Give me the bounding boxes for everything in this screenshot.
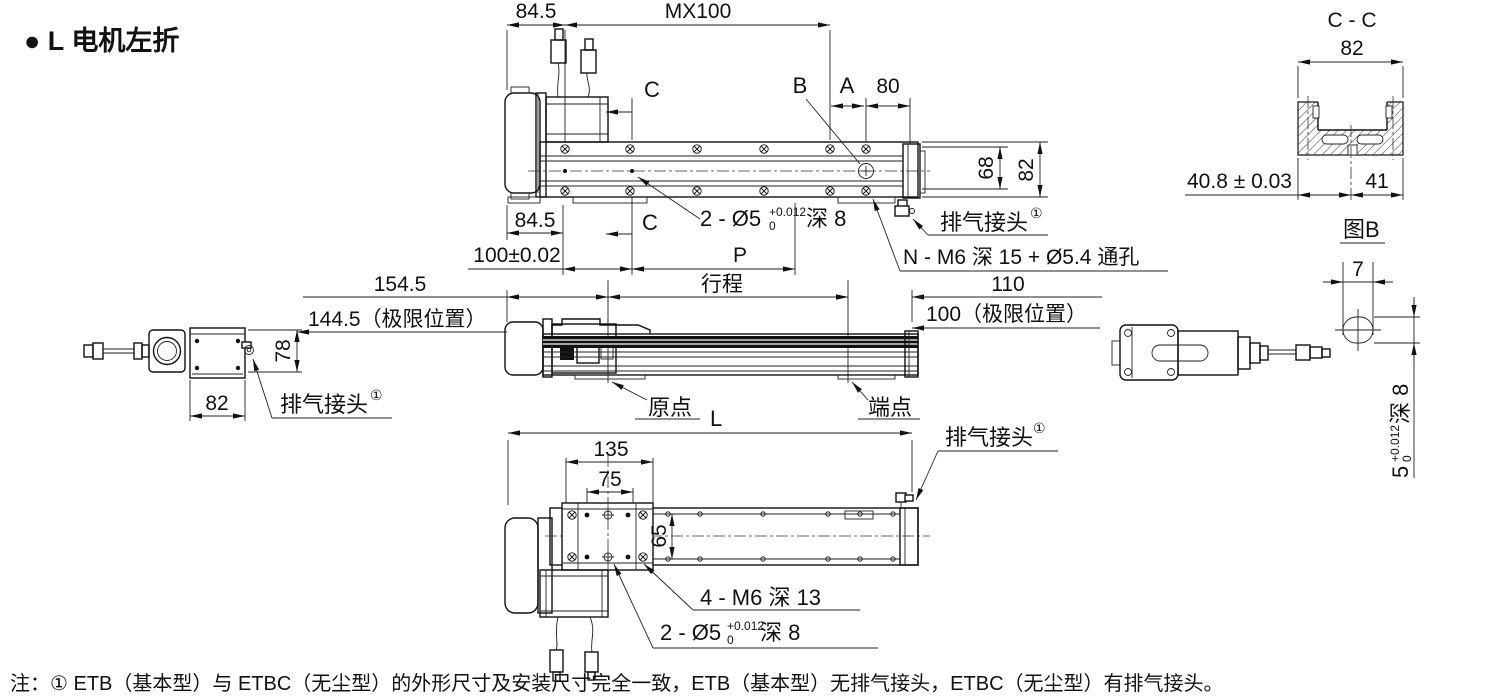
dim-100-tol: 100±0.02	[473, 244, 560, 267]
dim-845-top: 84.5	[516, 0, 557, 23]
exhaust-label: 排气接头	[940, 210, 1028, 235]
detail-tol-up: +0.012	[1388, 425, 1402, 462]
dim-135: 135	[593, 438, 628, 461]
motor-shaft-boss	[152, 336, 182, 366]
side-motor-section	[551, 323, 617, 374]
dim-1545: 154.5	[374, 273, 427, 296]
housing-slot	[1151, 344, 1209, 362]
exhaust-ref-left: ①	[370, 387, 383, 403]
dim-845-bottom: 84.5	[515, 209, 556, 232]
exhaust-ref-mark: ①	[1030, 205, 1043, 221]
bottom-cable-2	[589, 616, 594, 653]
sensor-detail	[844, 510, 874, 520]
dim-41: 41	[1365, 170, 1388, 193]
bottom-left-cap	[504, 517, 539, 614]
dowel-tol-up-bottom: +0.012	[727, 619, 764, 633]
dim-p: P	[733, 244, 747, 267]
hole-b	[858, 163, 874, 179]
dim-408: 40.8 ± 0.03	[1187, 170, 1292, 193]
n-m6-label: N - M6 深 15 + Ø5.4 通孔	[903, 246, 1139, 269]
dim-mx100: MX100	[665, 0, 732, 23]
body-end-face	[189, 327, 246, 379]
dim-75: 75	[598, 468, 621, 491]
callout-exhaust-top: 排气接头 ①	[912, 205, 1048, 236]
dim-7: 7	[1352, 258, 1364, 281]
detail-tol-dn: 0	[1400, 455, 1414, 462]
callout-m6-bottom: 4 - M6 深 13	[643, 563, 860, 611]
detail-b-view: 7 5 +0.012 0 深 8	[1323, 258, 1420, 478]
exhaust-label-left: 排气接头	[280, 392, 368, 417]
label-endpoint: 端点	[868, 395, 912, 420]
dowel-prefix-bottom: 2 - Ø5	[660, 620, 721, 645]
left-end-view: 78 82 排气接头 ①	[83, 327, 392, 421]
cable-connector-2	[580, 49, 597, 74]
callout-n-m6: N - M6 深 15 + Ø5.4 通孔	[872, 198, 1168, 272]
top-view-rail	[539, 141, 919, 198]
dowel-tol-up: +0.012	[769, 205, 806, 219]
section-label-c-bottom: C	[642, 210, 658, 235]
bottom-cable-1	[555, 616, 559, 651]
dim-82-right: 82	[1015, 158, 1038, 181]
detail-depth8: 深 8	[1388, 384, 1413, 424]
detail-b-depth-label: 5 +0.012 0 深 8	[1388, 384, 1414, 478]
callout-dowel-bottom: 2 - Ø5 +0.012 0 深 8	[613, 563, 878, 649]
label-origin: 原点	[648, 395, 692, 420]
page-title: ● L 电机左折	[24, 26, 179, 56]
dim-80: 80	[876, 75, 899, 98]
dowel-prefix: 2 - Ø5	[700, 206, 761, 231]
bottom-motor	[539, 569, 609, 618]
bottom-view: L 排气接头 ①	[504, 406, 1058, 682]
dim-stroke: 行程	[701, 273, 743, 296]
exhaust-ref-bottom: ①	[1033, 420, 1046, 436]
gearbox-housing	[1119, 324, 1179, 381]
dowel-tol-dn: 0	[769, 219, 776, 233]
dim-limit-right: 100（极限位置）	[926, 303, 1087, 326]
callout-exhaust-bottom: 排气接头 ①	[915, 420, 1058, 501]
detail-d5: 5	[1388, 466, 1413, 478]
dim-110: 110	[991, 273, 1024, 296]
label-b: B	[793, 73, 808, 98]
label-a: A	[840, 73, 855, 98]
bottom-connector-1	[549, 649, 564, 673]
right-end-view	[1111, 324, 1331, 381]
cable-connector-right	[1295, 344, 1311, 361]
exhaust-fitting-top-view	[894, 199, 915, 217]
motor-cable-1	[557, 62, 560, 98]
dowel-depth-bottom: 深 8	[760, 620, 800, 645]
cable-connector-1	[550, 39, 567, 64]
motor-flange	[148, 329, 186, 373]
section-cc-view: C - C 82 40.8 ± 0.03 41 图B	[1185, 9, 1404, 244]
callout-exhaust-left: 排气接头 ①	[252, 358, 392, 419]
dim-82-left: 82	[205, 392, 228, 415]
side-left-cap	[504, 321, 544, 376]
top-view: 84.5 MX100 C B A 80 68 82 84.5 C	[303, 0, 1168, 383]
connector-end	[92, 342, 104, 360]
dim-65: 65	[648, 524, 671, 547]
dowel-depth: 深 8	[806, 206, 846, 231]
top-view-left-cap	[504, 92, 541, 194]
dowel-tol-dn-bottom: 0	[727, 633, 734, 647]
footnote: 注：① ETB（基本型）与 ETBC（无尘型）的外形尺寸及安装尺寸完全一致，ET…	[10, 672, 1224, 695]
dim-l: L	[710, 406, 722, 431]
dim-limit-left: 144.5（极限位置）	[308, 308, 487, 331]
carriage-profile	[551, 318, 651, 334]
section-label-c-top: C	[644, 77, 660, 102]
dim-78: 78	[272, 339, 295, 362]
m6-label: 4 - M6 深 13	[700, 585, 821, 610]
exhaust-fitting-left-view	[241, 341, 254, 355]
dim-68: 68	[975, 156, 998, 179]
dim-82-section: 82	[1340, 37, 1363, 60]
callout-dowel-holes-top: 2 - Ø5 +0.012 0 深 8	[637, 176, 846, 233]
section-cc-title: C - C	[1328, 9, 1377, 32]
exhaust-label-bottom: 排气接头	[945, 425, 1033, 450]
bottom-connector-2	[584, 651, 599, 673]
motor-cable-2	[586, 72, 590, 98]
side-view: 原点 端点	[504, 318, 920, 420]
figure-b-label: 图B	[1343, 217, 1380, 242]
